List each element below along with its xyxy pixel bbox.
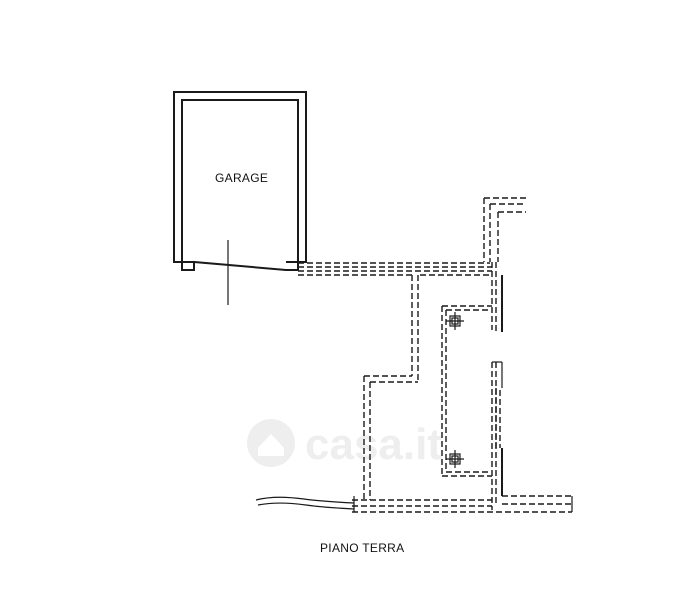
house-logo-icon: [247, 419, 295, 467]
garage-label: GARAGE: [215, 171, 268, 185]
floor-label: PIANO TERRA: [320, 541, 404, 555]
garage-walls: [173, 91, 307, 271]
utility-symbol-upper: [446, 312, 464, 330]
utility-symbol-lower: [446, 450, 464, 468]
watermark-text: casa.it: [305, 420, 442, 469]
terrain-edge: [255, 496, 355, 512]
dashed-outline: [298, 197, 573, 513]
watermark: casa.it: [247, 419, 442, 469]
